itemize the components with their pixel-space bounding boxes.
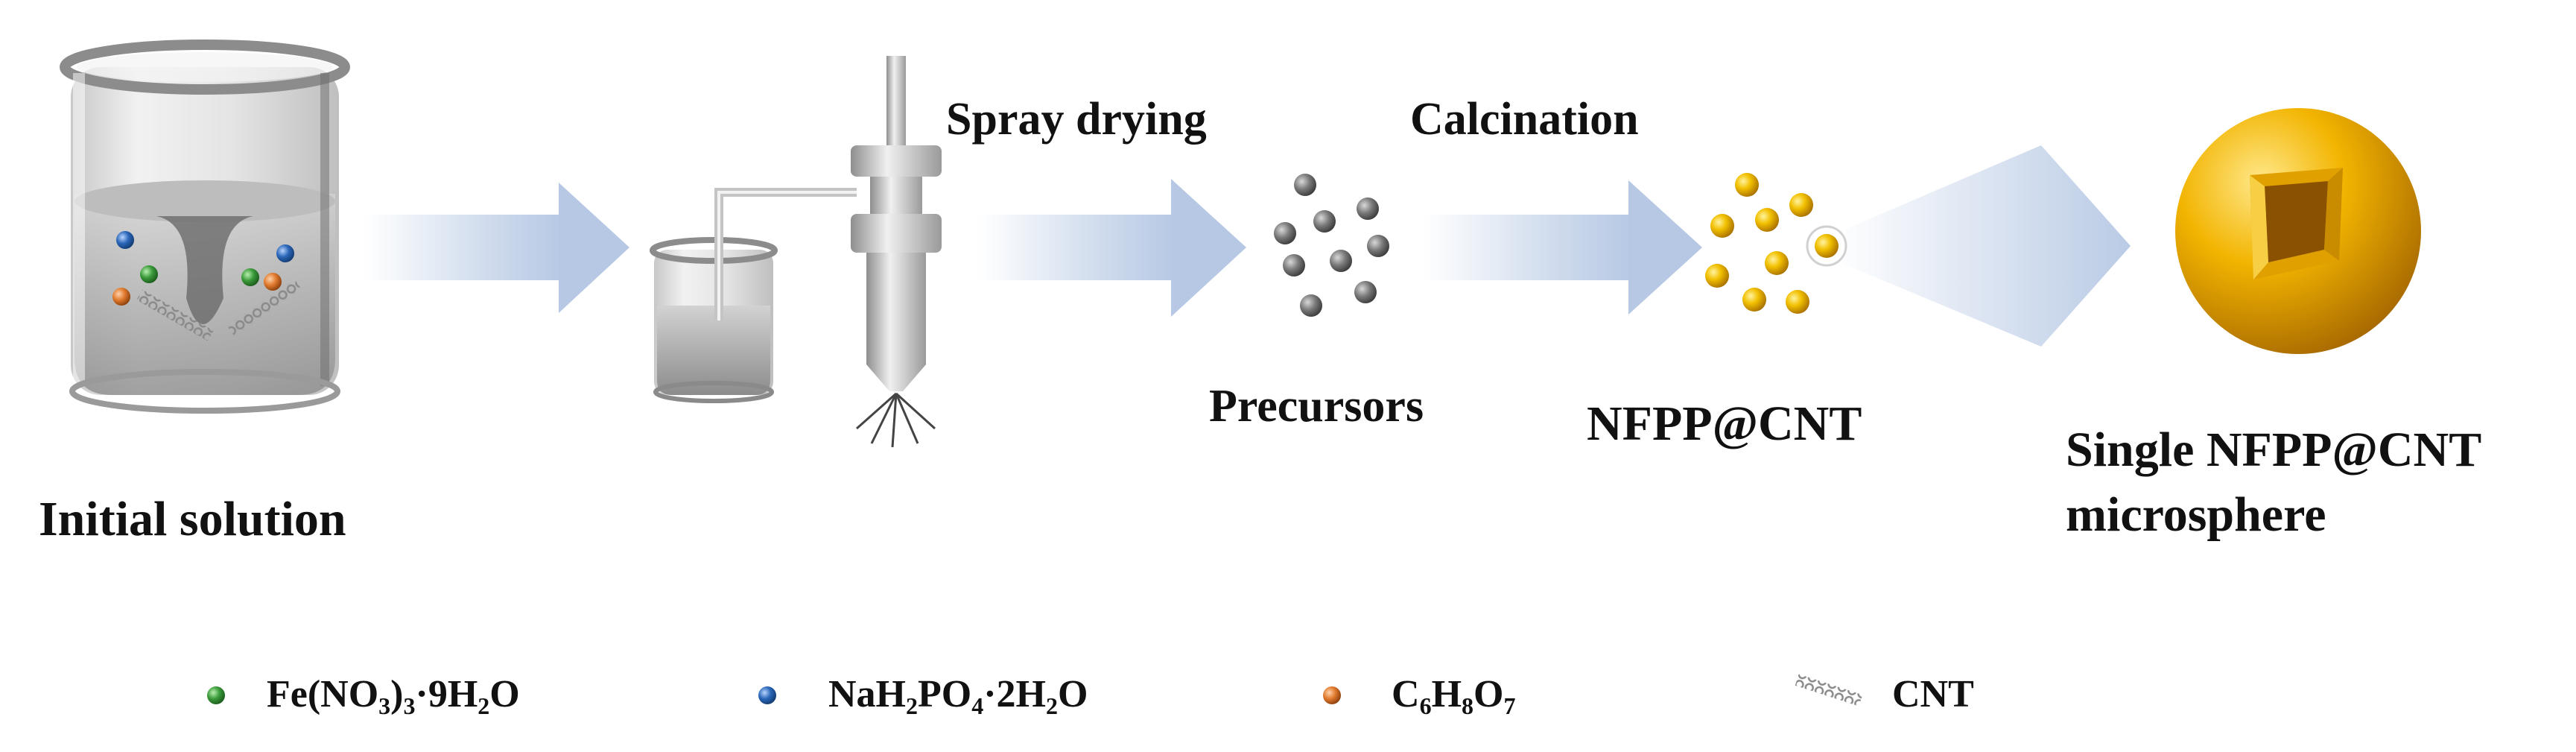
legend-citric-acid-text: C6H8O7	[1392, 673, 1515, 719]
label-calcination: Calcination	[1410, 94, 1639, 145]
arrow-3	[1423, 180, 1702, 315]
label-single-microsphere-line1: Single NFPP@CNT	[2066, 423, 2481, 477]
legend-sodium-phosphate-text: NaH2PO4·2H2O	[828, 673, 1088, 719]
legend-cnt-text: CNT	[1892, 673, 1974, 715]
spray-dryer	[650, 56, 942, 448]
label-spray-drying: Spray drying	[946, 94, 1207, 145]
zoom-cone	[1806, 145, 2131, 347]
single-microsphere	[2175, 108, 2421, 354]
legend-cnt-marker	[1795, 674, 1863, 707]
arrow-1	[364, 183, 629, 313]
legend: Fe(NO3)3·9H2O NaH2PO4·2H2O C6H8O7 CNT	[207, 673, 1974, 719]
legend-sodium-phosphate-marker	[758, 686, 776, 704]
precursor-particles	[1274, 174, 1389, 317]
label-nfpp-cnt: NFPP@CNT	[1587, 396, 1862, 451]
legend-fe-nitrate-marker	[207, 686, 225, 704]
arrow-2	[978, 179, 1246, 317]
legend-citric-acid-marker	[1323, 686, 1341, 704]
initial-solution-beaker	[60, 40, 350, 414]
label-precursors: Precursors	[1209, 381, 1424, 432]
legend-fe-nitrate-text: Fe(NO3)3·9H2O	[267, 673, 520, 719]
nfpp-cnt-particles	[1705, 173, 1813, 314]
label-initial-solution: Initial solution	[39, 492, 346, 546]
label-single-microsphere-line2: microsphere	[2066, 487, 2326, 542]
